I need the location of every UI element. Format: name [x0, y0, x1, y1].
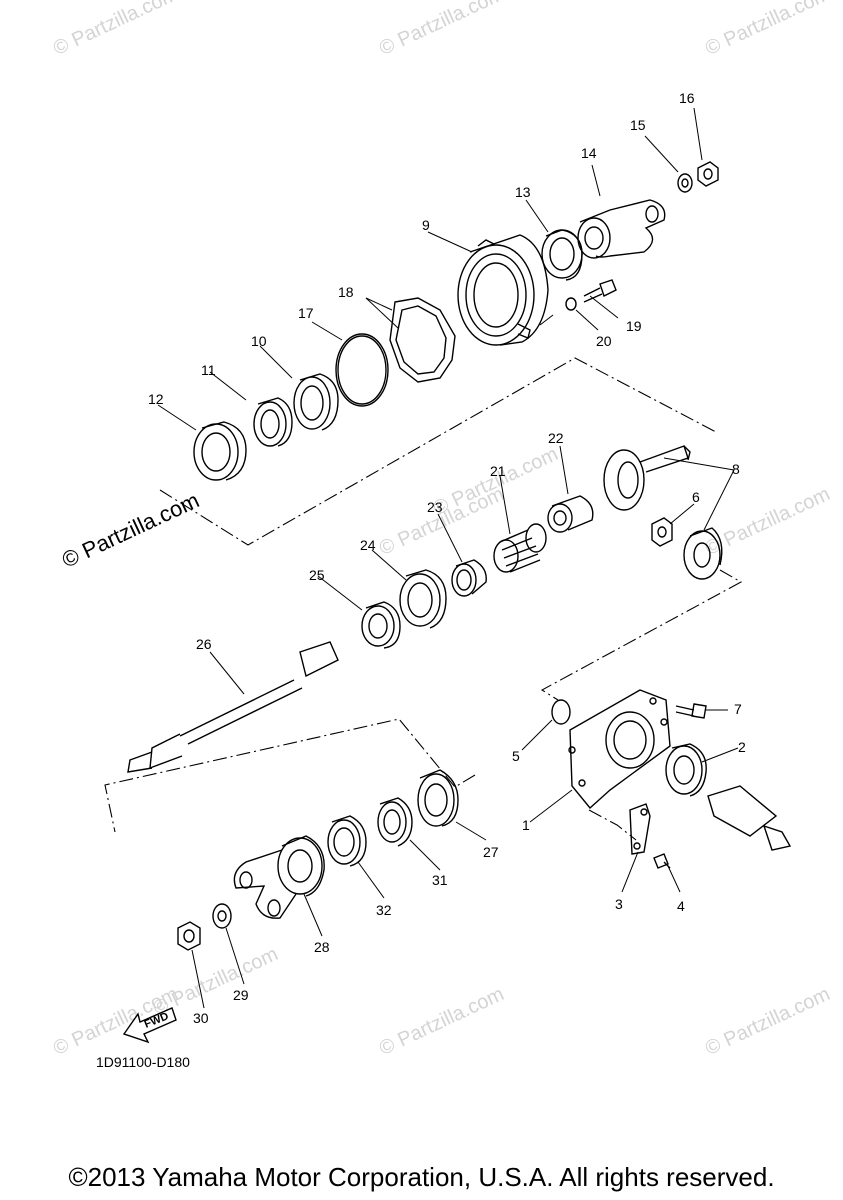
callout-16: 16 — [679, 90, 695, 106]
callout-22: 22 — [548, 430, 564, 446]
callout-26: 26 — [196, 636, 212, 652]
callout-13: 13 — [515, 184, 531, 200]
o-ring — [335, 333, 389, 407]
leader-lines — [157, 107, 739, 1009]
washer — [565, 297, 577, 311]
collar — [253, 397, 293, 447]
nut — [697, 161, 719, 187]
callout-numbers: 1 2 3 4 5 6 7 8 9 10 11 12 13 14 15 16 1… — [148, 90, 746, 1026]
fwd-arrow-icon: FWD — [122, 1007, 177, 1044]
callout-1: 1 — [522, 817, 530, 833]
nut — [177, 921, 201, 951]
middle-drive-shaft — [127, 641, 339, 773]
bearing — [399, 569, 447, 629]
bolt — [583, 279, 617, 303]
callout-5: 5 — [512, 748, 520, 764]
callout-28: 28 — [314, 939, 330, 955]
drive-yoke — [233, 835, 325, 919]
bearing — [293, 373, 339, 431]
callout-12: 12 — [148, 391, 164, 407]
group-outline-upper — [159, 357, 717, 546]
bearing-housing — [457, 234, 549, 346]
callout-20: 20 — [596, 333, 612, 349]
washer — [677, 173, 693, 193]
callout-18: 18 — [338, 284, 354, 300]
callout-8: 8 — [732, 461, 740, 477]
callout-7: 7 — [734, 701, 742, 717]
callout-11: 11 — [201, 362, 216, 378]
callout-23: 23 — [427, 499, 443, 515]
callout-24: 24 — [360, 537, 376, 553]
o-ring — [551, 699, 571, 725]
bearing — [665, 743, 707, 797]
callout-9: 9 — [422, 217, 430, 233]
callout-32: 32 — [376, 902, 392, 918]
callout-17: 17 — [298, 305, 314, 321]
pinion-gear — [683, 527, 723, 580]
bearing — [541, 229, 583, 281]
callout-19: 19 — [626, 318, 642, 334]
oil-seal — [193, 421, 247, 481]
washer — [212, 903, 232, 929]
drive-yoke — [577, 199, 666, 259]
ring-gear — [603, 445, 691, 511]
spring — [493, 523, 547, 573]
callout-4: 4 — [677, 898, 685, 914]
callout-21: 21 — [490, 463, 506, 479]
callout-31: 31 — [432, 872, 448, 888]
collar — [377, 797, 413, 847]
pinion-shaft — [707, 785, 792, 851]
bearing — [417, 769, 459, 827]
callout-27: 27 — [483, 844, 499, 860]
diagram-code: 1D91100-D180 — [96, 1054, 190, 1070]
oil-seal — [327, 815, 367, 867]
callout-10: 10 — [251, 333, 267, 349]
nut — [651, 517, 673, 547]
callout-3: 3 — [615, 896, 623, 912]
callout-14: 14 — [581, 145, 597, 161]
callout-6: 6 — [692, 489, 700, 505]
callout-15: 15 — [630, 117, 646, 133]
collar — [451, 559, 487, 597]
copyright-notice: ©2013 Yamaha Motor Corporation, U.S.A. A… — [68, 1162, 775, 1192]
oil-seal — [361, 601, 401, 649]
callout-2: 2 — [738, 739, 746, 755]
group-outline-lower — [104, 569, 743, 841]
screw — [653, 853, 671, 869]
bearing-retainer — [629, 803, 651, 855]
coupling — [547, 495, 594, 533]
callout-25: 25 — [309, 567, 325, 583]
gear-case — [568, 689, 671, 810]
callout-29: 29 — [233, 987, 249, 1003]
bolt — [675, 703, 707, 719]
shim — [389, 297, 456, 383]
callout-30: 30 — [193, 1010, 209, 1026]
